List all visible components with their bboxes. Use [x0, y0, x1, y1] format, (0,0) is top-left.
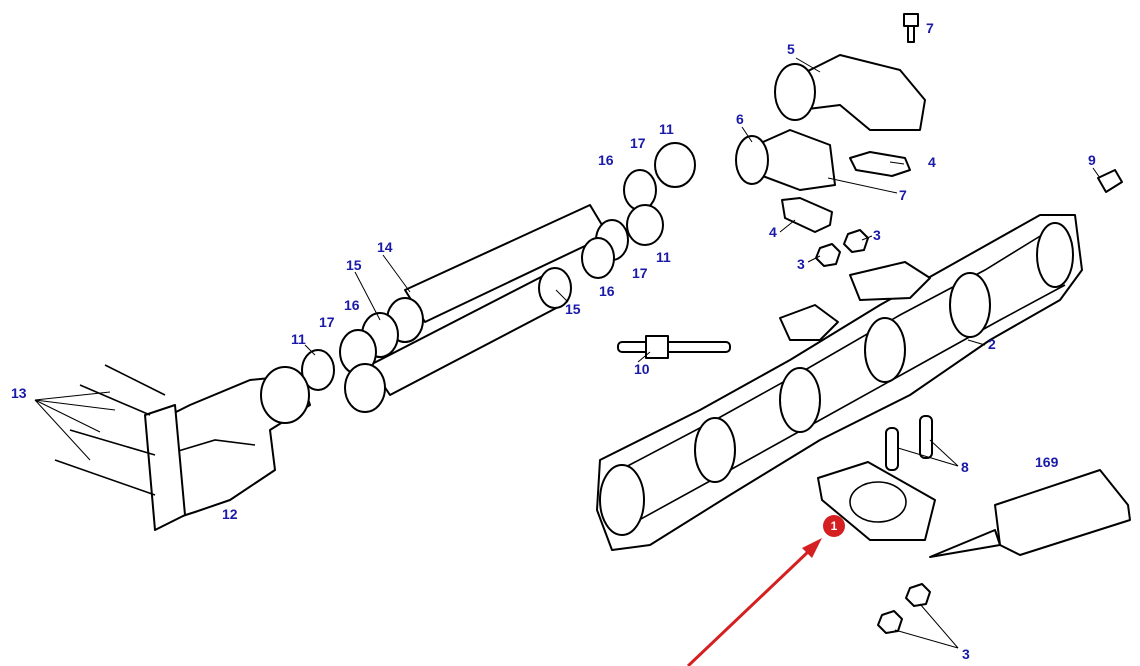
label-part-7-gasket: 7 — [899, 187, 907, 203]
label-part-11-left: 11 — [291, 331, 306, 347]
label-part-9: 9 — [1088, 152, 1096, 168]
label-part-3-bottom: 3 — [962, 646, 970, 662]
label-part-4-upper: 4 — [928, 154, 936, 170]
label-part-17-top: 17 — [630, 135, 646, 151]
gasket-part-1 — [817, 461, 936, 541]
label-part-17-mid: 17 — [632, 265, 648, 281]
sensor-part-10 — [617, 335, 731, 359]
highlight-arrow — [686, 538, 822, 666]
nuts-part-3 — [815, 229, 931, 634]
rings-parts-11-15-16-17 — [301, 142, 696, 413]
label-part-6: 6 — [736, 111, 744, 127]
label-part-16-left: 16 — [344, 297, 360, 313]
sealant-tube-part-169 — [929, 469, 1131, 558]
label-part-12: 12 — [222, 506, 238, 522]
label-part-16-mid: 16 — [599, 283, 615, 299]
fitting-part-9 — [1097, 169, 1123, 193]
label-part-16-top: 16 — [598, 152, 614, 168]
label-part-5: 5 — [787, 41, 795, 57]
label-part-3-upper-left: 3 — [797, 256, 805, 272]
label-part-169: 169 — [1035, 454, 1059, 470]
label-part-11-mid: 11 — [656, 249, 671, 265]
label-part-14: 14 — [377, 239, 393, 255]
label-part-8: 8 — [961, 459, 969, 475]
highlight-badge-part-1: 1 — [823, 515, 845, 537]
gaskets-part-4 — [781, 151, 911, 233]
label-part-13: 13 — [11, 385, 27, 401]
label-part-3-upper-right: 3 — [873, 227, 881, 243]
label-part-15-left: 15 — [346, 257, 362, 273]
leader-lines — [34, 57, 1101, 649]
label-part-7-bolt: 7 — [926, 20, 934, 36]
label-part-2: 2 — [988, 336, 996, 352]
bolt-part-7 — [903, 13, 919, 43]
studs-part-8 — [885, 415, 933, 471]
label-part-4-lower: 4 — [769, 224, 777, 240]
label-part-11-top: 11 — [659, 121, 674, 137]
exhaust-connector-part-12 — [157, 366, 311, 521]
studs-part-13 — [54, 364, 186, 531]
exhaust-manifold — [596, 214, 1083, 551]
label-part-15-right: 15 — [565, 301, 581, 317]
elbow-parts-5-6 — [735, 54, 926, 191]
label-part-10: 10 — [634, 361, 650, 377]
label-part-17-left: 17 — [319, 314, 335, 330]
